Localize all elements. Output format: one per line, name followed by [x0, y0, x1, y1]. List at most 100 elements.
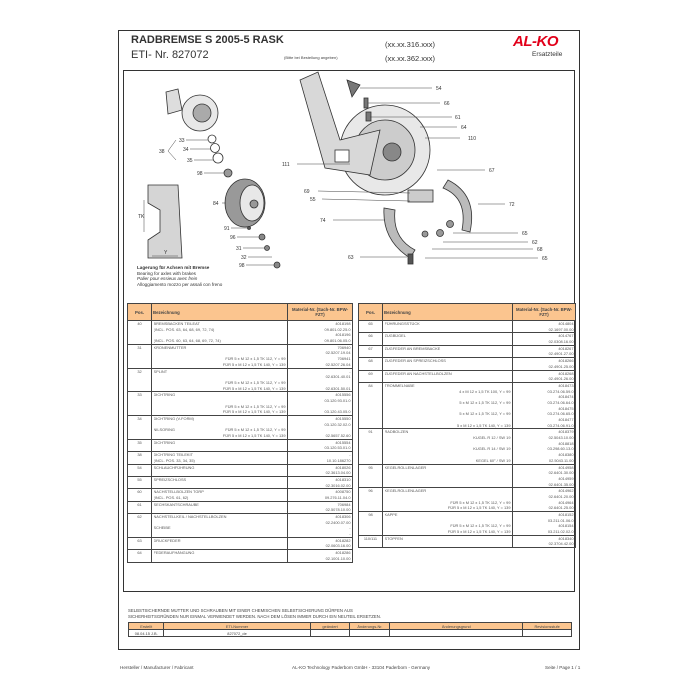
variant-text: FÜR 5 x M 12 x 1,5 TK 140, Y = 139	[222, 409, 286, 415]
mat-line: 4014804	[515, 321, 573, 327]
desc-text: SECHSKANTSCHRAUBE	[153, 501, 199, 507]
desc-text: KEGELROLLENLAGER	[384, 464, 427, 470]
callout-label: 31	[236, 246, 242, 252]
desc-text: DICHTRING TEILEKIT	[153, 452, 194, 458]
description-cell: ZUGFEDER AN SPREIZSCHLOSS	[382, 357, 513, 371]
variant-text: FÜR 5 x M 12 x 1,5 TK 140, Y = 139	[447, 505, 511, 511]
callout-label: 68	[537, 247, 543, 253]
desc-line: FÜR 5 x M 12 x 1,5 TK 140, Y = 139	[154, 433, 286, 439]
material-number: 4014964	[558, 499, 574, 505]
pos-cell: 61	[127, 500, 152, 515]
mat-line: 02.6401.35.00	[515, 482, 574, 488]
variant-text: 5 x M 12 x 1,5 TK 140, Y = 139	[456, 422, 511, 428]
mat-line: 02.2400.07.00	[290, 520, 351, 526]
material-cell: -10.10.186270	[287, 451, 353, 465]
mat-line: 706941	[290, 356, 351, 362]
description-cell: DICHTRING TEILEKIT(INCL. POS. 33, 34, 35…	[151, 451, 288, 465]
desc-line: FÜR 5 x M 12 x 1,5 TK 140, Y = 139	[154, 409, 286, 415]
material-number: 02.4901.25.00	[548, 363, 574, 369]
footer-manufacturer: Hersteller / Manufacturer / Fabricant	[120, 665, 194, 670]
variant-text: 5 x M 12 x 1,5 TK 112, Y = 99	[459, 399, 511, 405]
mat-line: 02.3704.42.00	[515, 541, 574, 547]
desc-line: 5 x M 12 x 1,5 TK 140, Y = 139	[385, 423, 511, 429]
material-number: 02.0308.16.00	[548, 339, 574, 345]
mat-line: 03.298.60.13.0	[515, 446, 574, 452]
material-number: 09.276.11.04.0	[324, 494, 351, 500]
exploded-diagram: 54 66 61 64 110 111 67 69 55 72 74 65 62…	[138, 71, 548, 269]
desc-line: 4 x M 12 x 1,5 TK 100, Y = 99	[385, 389, 510, 395]
description-cell: BREMSBACKEN TEILEAT(INCL. POS. 63, 64, 6…	[151, 320, 288, 345]
material-number: 4008750	[335, 489, 351, 495]
material-number: 4018154	[558, 523, 574, 529]
desc-line: SECHSKANTSCHRAUBE	[154, 502, 286, 508]
material-number: 02.4901.26.00	[548, 376, 574, 382]
desc-text: KAPPE	[384, 512, 398, 517]
pos-cell: 38	[127, 451, 152, 465]
mat-line: 4018477	[515, 417, 573, 423]
mat-line: 4018340	[515, 536, 573, 542]
col-mat: Material-Nr. (Sach-Nr. BPW-FZT)	[512, 303, 576, 321]
material-number: 02.6301.40.01	[325, 374, 351, 380]
desc-line: DICHTRING TEILEKIT	[154, 452, 286, 458]
material-number: 03.274.06.59.0	[547, 388, 574, 394]
desc-line	[385, 339, 511, 345]
desc-line: KUGEL R 12 / SW 19	[385, 435, 510, 441]
material-number: 03.274.06.91.0	[547, 422, 574, 428]
description-cell: KEGELROLLENLAGER	[382, 463, 513, 489]
mat-line: 4018286	[290, 550, 350, 556]
brake-shoe-drawing	[383, 207, 416, 259]
footer-company: AL-KO Technology Paderborn GmbH - 33104 …	[292, 665, 431, 670]
mat-line: 10.10.186270	[290, 458, 351, 464]
material-number: -	[349, 452, 351, 458]
chg-header: Revisionsstufe	[522, 622, 572, 630]
material-number: 02.6401.35.00	[548, 481, 574, 487]
pos-cell: 54	[127, 463, 152, 477]
variant-text: FÜR 5 x M 12 x 1,5 TK 112, Y = 99	[225, 356, 286, 362]
mat-line: 4018198	[290, 321, 350, 327]
desc-text: DICHTRING	[153, 439, 176, 445]
desc-line: FÜR 5 x M 12 x 1,5 TK 112, Y = 99	[385, 523, 510, 529]
pos-cell: 65	[358, 319, 383, 334]
bearing-caption: Lagerung für Achsen mit Bremse Bearing f…	[137, 265, 222, 287]
desc-text: DICHTRING (V-FORM)	[153, 416, 194, 421]
material-number: 02.5207.26.04	[325, 361, 351, 367]
chg-header: Änderungs-Nr.	[349, 622, 391, 630]
mat-line: -	[290, 525, 350, 531]
desc-line	[154, 445, 286, 451]
material-number: 4018474	[558, 394, 574, 400]
mat-line: 706984	[290, 502, 351, 508]
pos-cell: 69	[358, 369, 383, 383]
mat-line: 02.5043.10.00	[515, 435, 574, 441]
callout-label: 33	[179, 138, 185, 144]
mat-line: 4018310	[290, 477, 350, 483]
page-frame	[118, 30, 580, 650]
desc-line: RADBOLZEN	[385, 429, 511, 435]
desc-line: FEDERAUFHÄNGUNG	[154, 550, 286, 556]
desc-line	[385, 327, 511, 333]
desc-line	[385, 351, 511, 357]
desc-line: KUGEL R 14 / SW 19	[385, 446, 510, 452]
variant-text: FÜR 5 x M 12 x 1,5 TK 112, Y = 99	[225, 379, 286, 385]
desc-line: (INCL. POS. 60, 63, 64, 68, 69, 72, 74)	[154, 338, 286, 344]
callout-label: 61	[455, 115, 461, 121]
desc-line: SPLINT	[154, 369, 286, 375]
material-number: 4014958	[558, 464, 574, 470]
mat-line: 4015554	[290, 440, 350, 446]
mat-line: 09.801.02.25.0	[290, 327, 351, 333]
material-number: 02.1697.00.00	[548, 326, 574, 332]
